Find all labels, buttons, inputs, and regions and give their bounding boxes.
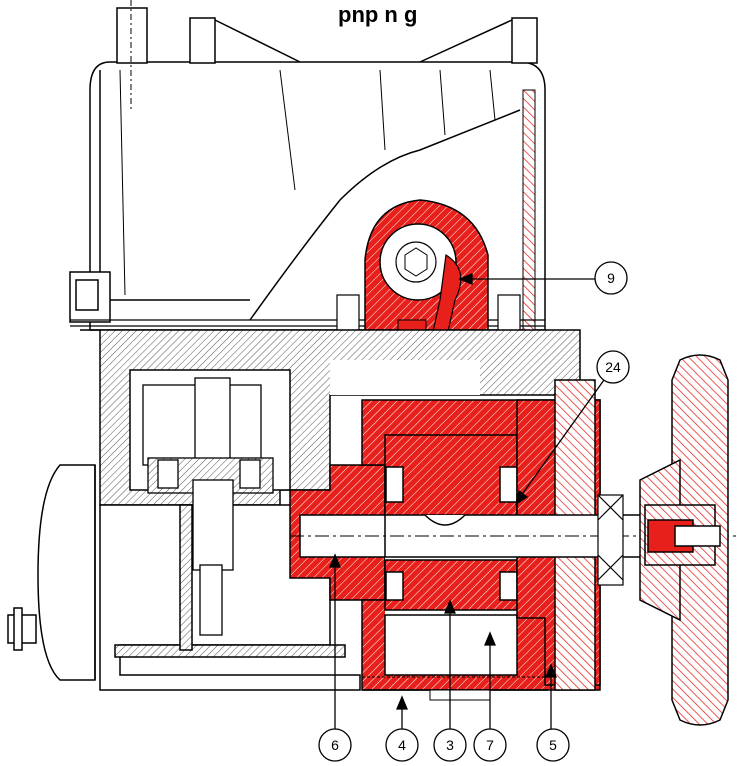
side-cover: [7, 464, 96, 681]
reservoir: [69, 0, 546, 331]
title-fragment: pnp n g: [338, 2, 417, 27]
valve-assembly: [142, 377, 274, 636]
callout-24-label: 24: [605, 359, 621, 375]
callout-6-label: 6: [331, 737, 339, 753]
front-bearing: [597, 494, 624, 586]
callouts: [318, 261, 630, 762]
callout-7-label: 7: [486, 737, 494, 753]
drive-pulley: [639, 354, 729, 726]
callout-labels: 9 24 6 4 3 7 5: [331, 270, 621, 753]
callout-5-label: 5: [549, 737, 557, 753]
callout-3-label: 3: [446, 737, 454, 753]
callout-4-label: 4: [398, 737, 406, 753]
callout-9-label: 9: [607, 270, 615, 286]
